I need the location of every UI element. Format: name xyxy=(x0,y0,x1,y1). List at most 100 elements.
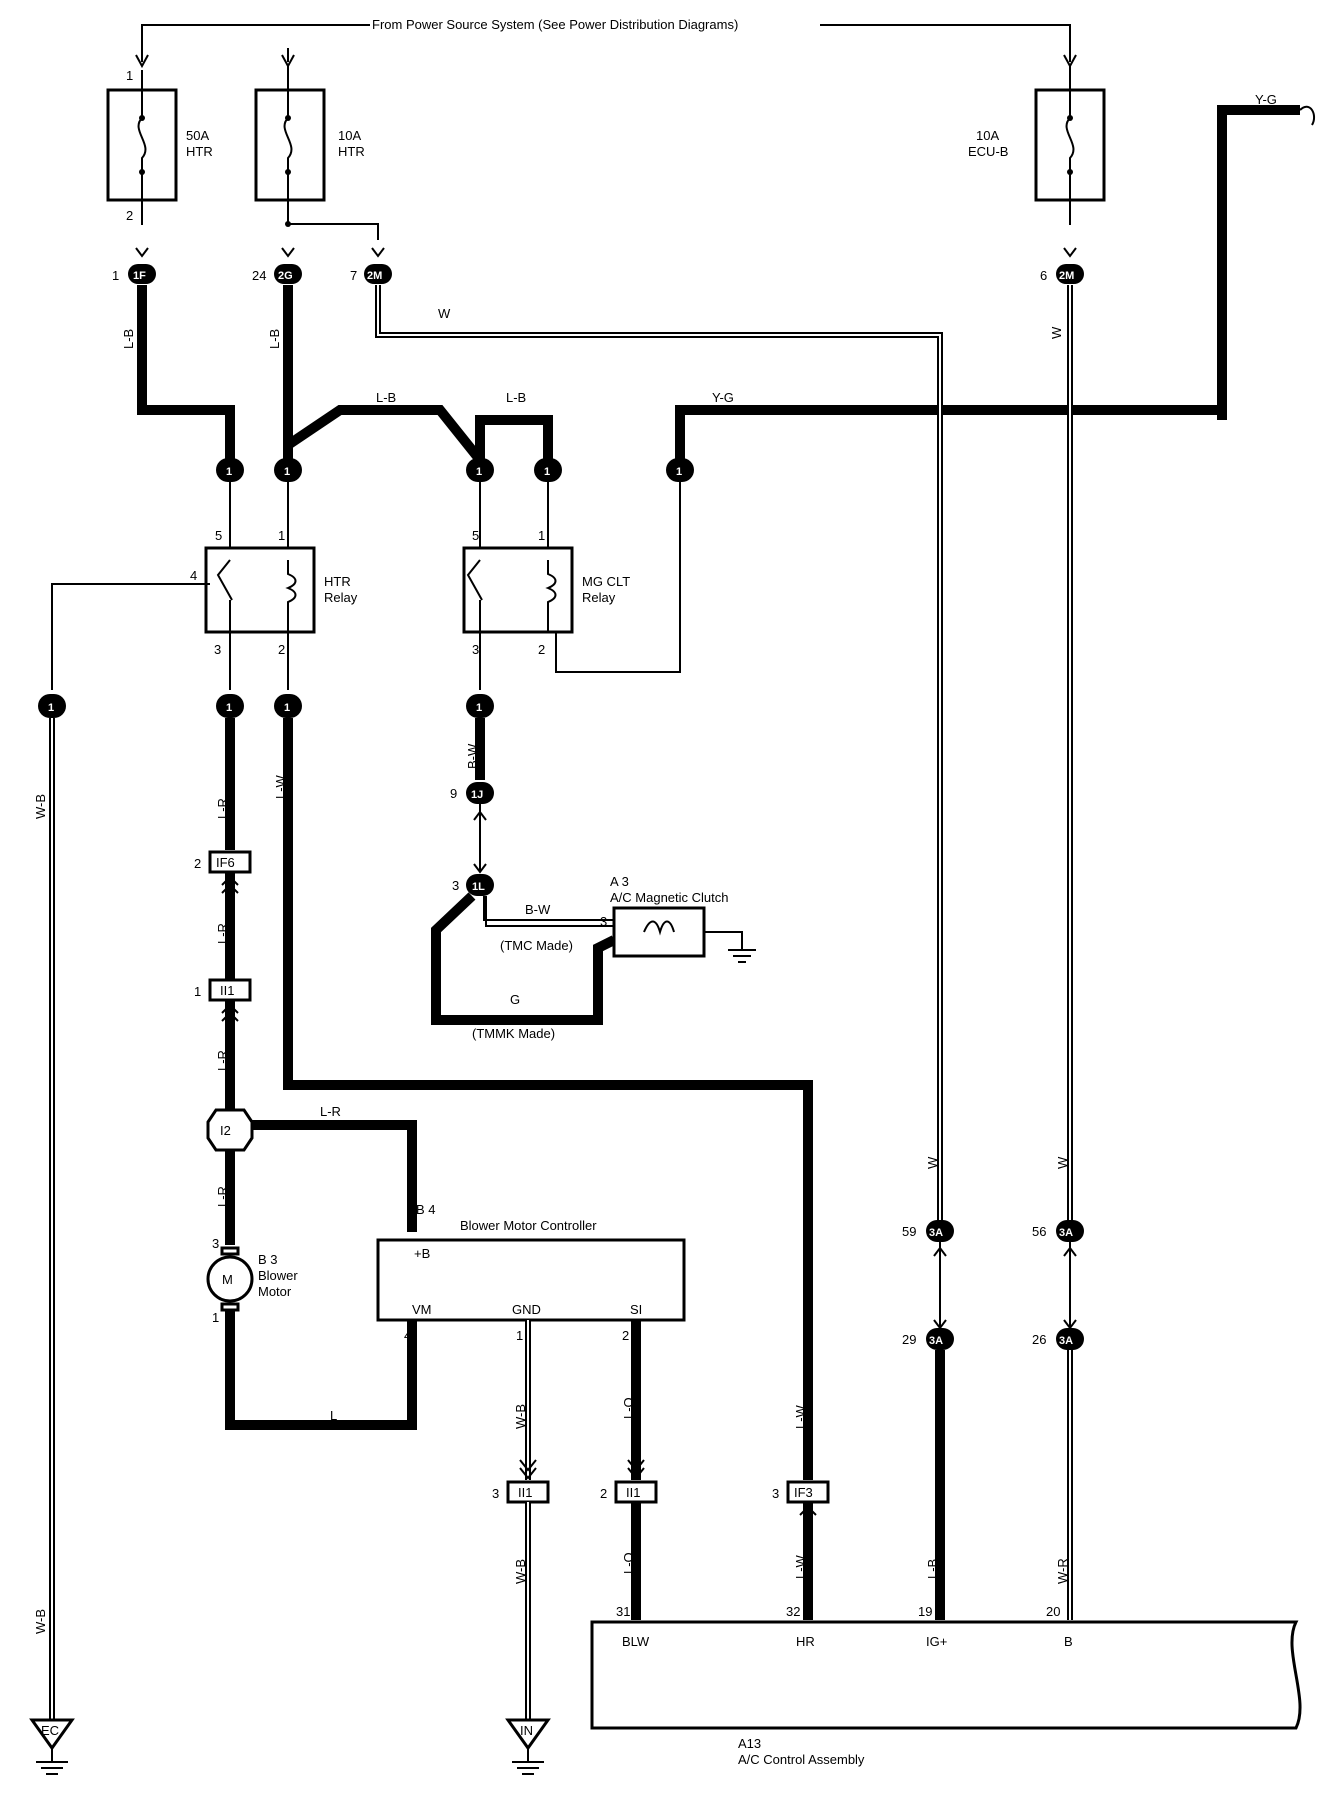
relay-name: MG CLT xyxy=(582,574,630,589)
component-code: B 4 xyxy=(416,1202,436,1217)
svg-text:1: 1 xyxy=(112,268,119,283)
junction-connector: 1 xyxy=(534,458,562,482)
svg-text:1: 1 xyxy=(516,1328,523,1343)
svg-text:3: 3 xyxy=(452,878,459,893)
svg-text:L-R: L-R xyxy=(215,798,230,819)
svg-text:II1: II1 xyxy=(626,1485,640,1500)
svg-text:B: B xyxy=(1064,1634,1073,1649)
svg-text:L-O: L-O xyxy=(621,1397,636,1419)
svg-text:L-R: L-R xyxy=(320,1104,341,1119)
bw-chain: B-W 1J 9 1L 3 B-W G (TMC Made) (TMMK Mad… xyxy=(431,718,617,1041)
svg-text:W: W xyxy=(925,1156,940,1169)
svg-text:B-W: B-W xyxy=(525,902,551,917)
component-name: Blower Motor Controller xyxy=(460,1218,597,1233)
connectors-3a: W W 3A 59 3A 56 3A 29 3A 26 L-B W-R xyxy=(902,1156,1084,1620)
svg-text:2: 2 xyxy=(538,642,545,657)
svg-text:2M: 2M xyxy=(367,270,382,282)
svg-text:L-R: L-R xyxy=(215,1186,230,1207)
svg-text:1: 1 xyxy=(538,528,545,543)
wire-label-lb: L-B xyxy=(376,390,396,405)
svg-text:1: 1 xyxy=(476,466,482,478)
svg-text:Blower: Blower xyxy=(258,1268,298,1283)
power-source-header: From Power Source System (See Power Dist… xyxy=(135,17,1077,69)
power-source-label: From Power Source System (See Power Dist… xyxy=(372,17,738,32)
svg-text:3: 3 xyxy=(772,1486,779,1501)
fuse-10a-htr: 10A HTR xyxy=(254,66,365,225)
junction-row-upper: 1 1 1 1 1 xyxy=(216,458,694,482)
svg-text:3: 3 xyxy=(214,642,221,657)
connector-2g: 2G 24 xyxy=(252,221,385,284)
svg-text:4: 4 xyxy=(190,568,197,583)
junction-row-lower: 1 1 1 1 xyxy=(38,632,494,718)
svg-text:L-O: L-O xyxy=(621,1552,636,1574)
svg-text:31: 31 xyxy=(616,1604,630,1619)
relay-suffix: Relay xyxy=(582,590,616,605)
blower-motor: M 3 1 B 3 Blower Motor L xyxy=(206,1236,417,1430)
junction-connector: 1 xyxy=(274,458,302,482)
lr-chain: L-R IF6 2 L-R II1 1 L-R I2 L-R L-R xyxy=(194,718,417,1245)
connector-i2: I2 xyxy=(220,1123,231,1138)
svg-text:BLW: BLW xyxy=(622,1634,650,1649)
svg-text:IG+: IG+ xyxy=(926,1634,947,1649)
svg-text:1: 1 xyxy=(278,528,285,543)
svg-text:L-R: L-R xyxy=(215,923,230,944)
component-code: B 3 xyxy=(258,1252,278,1267)
fuse-rating: 10A xyxy=(338,128,361,143)
fuse-name: ECU-B xyxy=(968,144,1008,159)
wire-label-w: W xyxy=(1049,326,1064,339)
svg-text:20: 20 xyxy=(1046,1604,1060,1619)
svg-text:L: L xyxy=(330,1408,337,1423)
svg-text:1: 1 xyxy=(48,702,54,714)
svg-text:1: 1 xyxy=(544,466,550,478)
svg-text:59: 59 xyxy=(902,1224,916,1239)
relay-name: HTR xyxy=(324,574,351,589)
wiring-top: L-B L-B L-B L-B Y-G W W xyxy=(121,285,1222,1220)
connector-1f: 1F 1 xyxy=(112,247,156,284)
fuse-50a-htr: 1 2 50A HTR xyxy=(106,68,213,225)
svg-text:26: 26 xyxy=(1032,1332,1046,1347)
svg-text:VM: VM xyxy=(412,1302,432,1317)
junction-connector: 1 xyxy=(466,694,494,718)
svg-text:L-B: L-B xyxy=(925,1559,940,1579)
svg-text:2: 2 xyxy=(278,642,285,657)
svg-text:3: 3 xyxy=(600,914,607,929)
fuse-pin-out: 2 xyxy=(126,208,133,223)
svg-text:3: 3 xyxy=(212,1236,219,1251)
svg-text:3: 3 xyxy=(492,1486,499,1501)
wire-label-lb: L-B xyxy=(121,329,136,349)
svg-text:II1: II1 xyxy=(220,983,234,998)
wire-label-yg: Y-G xyxy=(1255,92,1277,107)
svg-text:1: 1 xyxy=(226,466,232,478)
fuse-name: HTR xyxy=(338,144,365,159)
fuse-name: HTR xyxy=(186,144,213,159)
svg-text:1: 1 xyxy=(676,466,682,478)
svg-text:2: 2 xyxy=(194,856,201,871)
svg-text:W-B: W-B xyxy=(33,794,48,819)
ground-in-label: IN xyxy=(520,1723,533,1738)
svg-text:1L: 1L xyxy=(472,881,485,893)
fuse-pin-in: 1 xyxy=(126,68,133,83)
svg-text:IF3: IF3 xyxy=(794,1485,813,1500)
svg-text:2: 2 xyxy=(622,1328,629,1343)
svg-text:1: 1 xyxy=(212,1310,219,1325)
yg-feed-top-right: Y-G xyxy=(1217,92,1316,420)
svg-text:24: 24 xyxy=(252,268,266,283)
svg-text:5: 5 xyxy=(215,528,222,543)
component-name: A/C Control Assembly xyxy=(738,1752,865,1767)
fuse-rating: 10A xyxy=(976,128,999,143)
svg-text:7: 7 xyxy=(350,268,357,283)
svg-text:B-W: B-W xyxy=(465,743,480,769)
fuse-rating: 50A xyxy=(186,128,209,143)
component-code: A 3 xyxy=(610,874,629,889)
svg-text:1: 1 xyxy=(284,466,290,478)
svg-text:29: 29 xyxy=(902,1332,916,1347)
svg-text:3A: 3A xyxy=(1059,1335,1073,1347)
svg-text:L-W: L-W xyxy=(793,1404,808,1429)
svg-text:1: 1 xyxy=(194,984,201,999)
svg-text:1: 1 xyxy=(284,702,290,714)
junction-connector: 1 xyxy=(216,458,244,482)
svg-text:(TMMK Made): (TMMK Made) xyxy=(472,1026,555,1041)
svg-text:3: 3 xyxy=(472,642,479,657)
svg-text:3A: 3A xyxy=(929,1335,943,1347)
